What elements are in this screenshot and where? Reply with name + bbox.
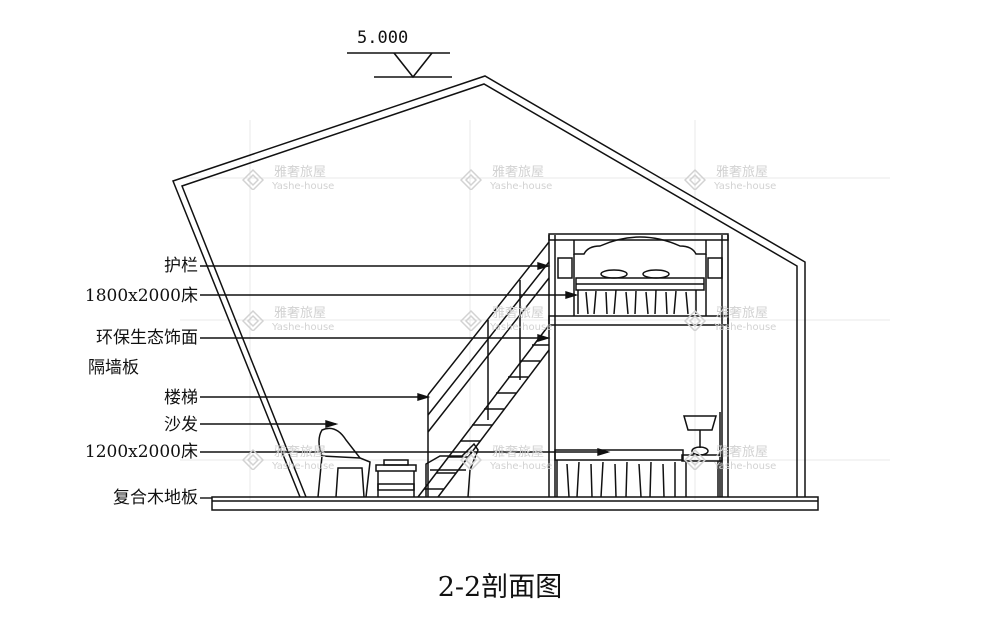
watermark-en: Yashe-house xyxy=(714,461,777,472)
lower-bed xyxy=(554,449,684,498)
nightstand-lamp xyxy=(681,412,723,497)
coffee-table xyxy=(375,459,417,497)
watermark: 雅奢旅屋 Yashe-house xyxy=(684,307,776,335)
house-logo-icon xyxy=(242,168,264,190)
drawing-title: 2-2剖面图 xyxy=(437,572,563,603)
watermark-en: Yashe-house xyxy=(490,181,553,192)
house-logo-icon xyxy=(684,309,706,331)
label-partition-line1: 环保生态饰面 xyxy=(96,328,198,348)
watermark-en: Yashe-house xyxy=(714,322,777,333)
watermark-cn: 雅奢旅屋 xyxy=(492,445,545,460)
elevation-value: 5.000 xyxy=(357,28,409,48)
watermark: 雅奢旅屋 Yashe-house xyxy=(460,307,552,335)
watermark-en: Yashe-house xyxy=(272,181,335,192)
house-logo-icon xyxy=(242,448,264,470)
watermark: 雅奢旅屋 Yashe-house xyxy=(684,446,776,474)
watermark-cn: 雅奢旅屋 xyxy=(274,445,327,460)
house-logo-icon xyxy=(684,448,706,470)
watermark: 雅奢旅屋 Yashe-house xyxy=(242,446,334,474)
label-bed-large: 1800x2000床 xyxy=(84,286,198,306)
watermark-cn: 雅奢旅屋 xyxy=(274,165,327,180)
side-chair xyxy=(425,442,479,498)
watermark: 雅奢旅屋 Yashe-house xyxy=(460,166,552,194)
watermark-en: Yashe-house xyxy=(490,322,553,333)
label-sofa: 沙发 xyxy=(164,415,198,435)
label-bed-small: 1200x2000床 xyxy=(84,442,198,462)
label-stairs: 楼梯 xyxy=(164,388,198,408)
watermark-cn: 雅奢旅屋 xyxy=(274,306,327,321)
watermark-cn: 雅奢旅屋 xyxy=(716,445,769,460)
label-floor: 复合木地板 xyxy=(113,488,198,508)
label-guardrail: 护栏 xyxy=(164,256,198,276)
watermark: 雅奢旅屋 Yashe-house xyxy=(242,307,334,335)
house-logo-icon xyxy=(684,168,706,190)
watermark: 雅奢旅屋 Yashe-house xyxy=(460,446,552,474)
watermark-cn: 雅奢旅屋 xyxy=(492,306,545,321)
watermark-en: Yashe-house xyxy=(272,322,335,333)
watermark-en: Yashe-house xyxy=(490,461,553,472)
house-outline xyxy=(172,75,806,498)
watermark-cn: 雅奢旅屋 xyxy=(716,165,769,180)
leader-lines xyxy=(200,262,611,499)
floor-slab xyxy=(211,496,819,511)
house-logo-icon xyxy=(460,448,482,470)
label-partition-line2: 隔墙板 xyxy=(88,358,139,378)
watermark: 雅奢旅屋 Yashe-house xyxy=(684,166,776,194)
elevation-marker xyxy=(347,52,452,79)
watermark-en: Yashe-house xyxy=(714,181,777,192)
house-logo-icon xyxy=(460,168,482,190)
watermark: 雅奢旅屋 Yashe-house xyxy=(242,166,334,194)
watermark-cn: 雅奢旅屋 xyxy=(716,306,769,321)
house-logo-icon xyxy=(460,309,482,331)
house-logo-icon xyxy=(242,309,264,331)
armchair xyxy=(317,427,371,498)
watermark-cn: 雅奢旅屋 xyxy=(492,165,545,180)
watermark-en: Yashe-house xyxy=(272,461,335,472)
